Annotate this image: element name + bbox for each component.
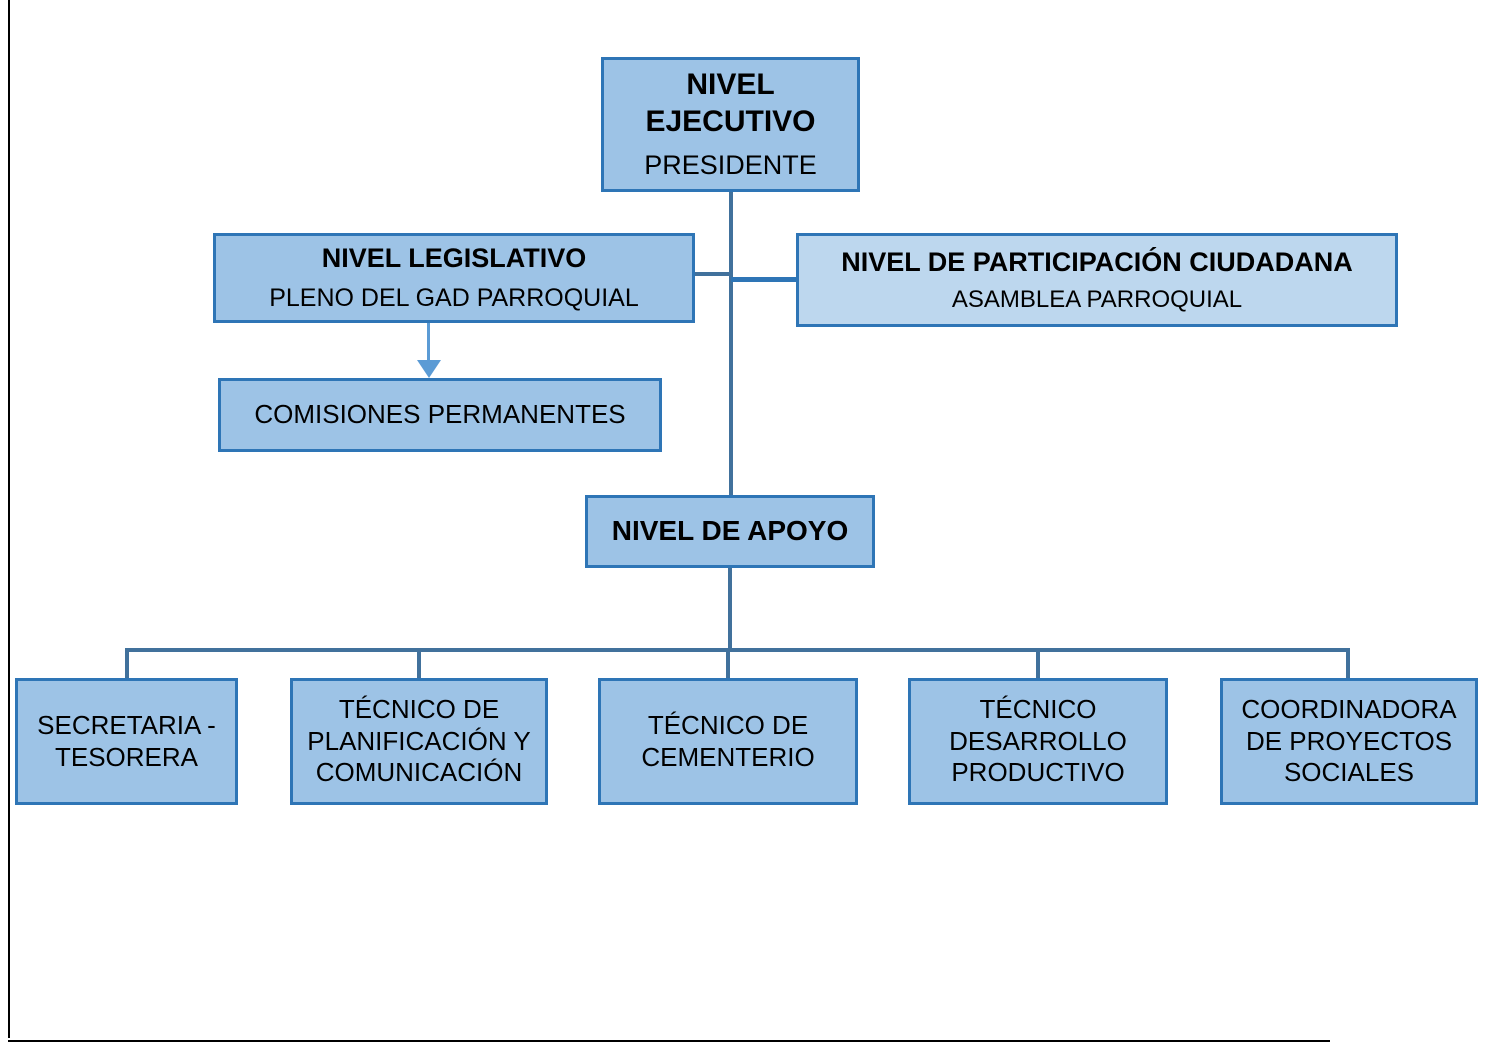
- node-tecnico-cementerio: TÉCNICO DE CEMENTERIO: [598, 678, 858, 805]
- node-secretaria-tesorera: SECRETARIA - TESORERA: [15, 678, 238, 805]
- node-title: COMISIONES PERMANENTES: [254, 399, 626, 430]
- connector-to-participation: [731, 277, 796, 282]
- arrow-head-icon: [417, 360, 441, 378]
- page-border-bottom: [8, 1040, 1330, 1042]
- connector-support-to-bus: [728, 566, 732, 650]
- node-title: NIVEL DE APOYO: [611, 515, 849, 547]
- node-nivel-ejecutivo: NIVEL EJECUTIVO PRESIDENTE: [601, 57, 860, 192]
- node-nivel-legislativo: NIVEL LEGISLATIVO PLENO DEL GAD PARROQUI…: [213, 233, 695, 323]
- node-label: COORDINADORA DE PROYECTOS SOCIALES: [1241, 693, 1457, 788]
- connector-stub-unit-1: [125, 648, 129, 678]
- connector-to-legislative: [695, 272, 731, 276]
- node-subtitle: PLENO DEL GAD PARROQUIAL: [269, 284, 639, 313]
- node-subtitle: ASAMBLEA PARROQUIAL: [951, 285, 1243, 313]
- arrow-shaft-legislative-to-commissions: [427, 323, 430, 363]
- node-nivel-participacion-ciudadana: NIVEL DE PARTICIPACIÓN CIUDADANA ASAMBLE…: [796, 233, 1398, 327]
- connector-stub-unit-3: [726, 648, 730, 678]
- connector-stub-unit-4: [1036, 648, 1040, 678]
- node-label: TÉCNICO DESARROLLO PRODUCTIVO: [949, 693, 1127, 788]
- connector-executive-to-support: [729, 190, 733, 497]
- connector-stub-unit-2: [417, 648, 421, 678]
- node-comisiones-permanentes: COMISIONES PERMANENTES: [218, 378, 662, 452]
- node-title: NIVEL EJECUTIVO: [645, 67, 816, 138]
- node-label: TÉCNICO DE CEMENTERIO: [641, 709, 815, 772]
- page-border-left: [8, 0, 10, 1038]
- node-label: TÉCNICO DE PLANIFICACIÓN Y COMUNICACIÓN: [307, 693, 531, 788]
- node-label: SECRETARIA - TESORERA: [37, 709, 216, 772]
- node-tecnico-desarrollo-productivo: TÉCNICO DESARROLLO PRODUCTIVO: [908, 678, 1168, 805]
- node-tecnico-planificacion-comunicacion: TÉCNICO DE PLANIFICACIÓN Y COMUNICACIÓN: [290, 678, 548, 805]
- connector-bus-horizontal: [125, 648, 1350, 652]
- node-title: NIVEL LEGISLATIVO: [321, 243, 587, 274]
- connector-stub-unit-5: [1346, 648, 1350, 678]
- node-nivel-de-apoyo: NIVEL DE APOYO: [585, 495, 875, 568]
- node-coordinadora-proyectos-sociales: COORDINADORA DE PROYECTOS SOCIALES: [1220, 678, 1478, 805]
- node-title: NIVEL DE PARTICIPACIÓN CIUDADANA: [841, 246, 1353, 277]
- node-subtitle: PRESIDENTE: [644, 150, 817, 181]
